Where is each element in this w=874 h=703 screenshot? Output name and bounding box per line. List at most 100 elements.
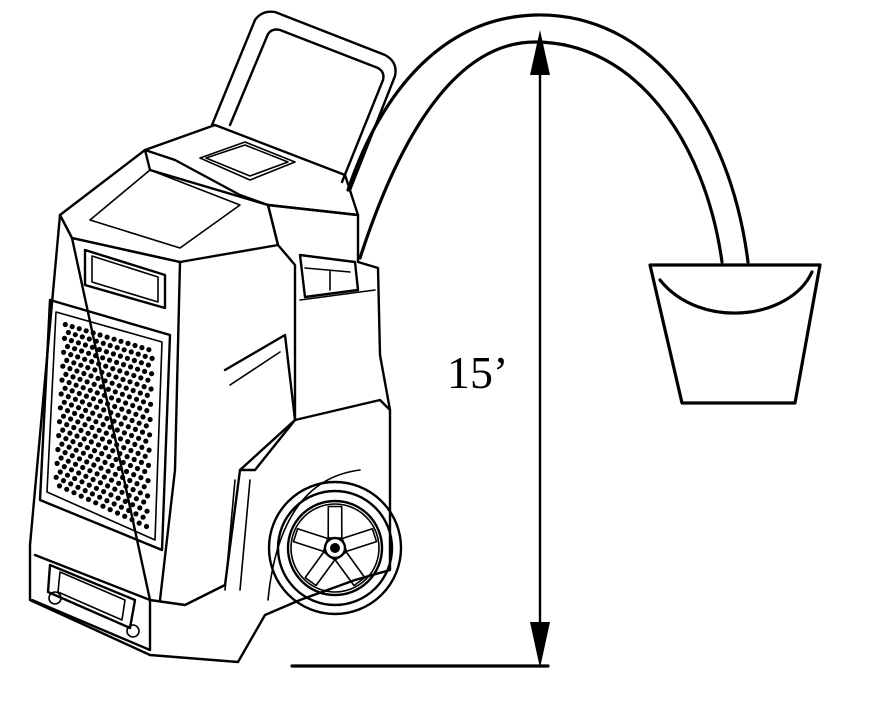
grille-hole [68,402,74,408]
grille-hole [80,464,86,471]
grille-hole [58,455,64,461]
grille-hole [57,405,64,411]
grille-hole [142,453,148,459]
wheel-icon [267,480,403,616]
grille-hole [141,499,147,505]
grille-hole [83,473,89,479]
grille-hole [132,342,138,349]
grille-icon [38,298,172,552]
grille-hole [90,476,96,483]
grille-hole [84,459,90,465]
grille-hole [91,448,98,454]
grille-hole [97,398,104,404]
grille-hole [100,340,106,346]
grille-hole [83,328,89,334]
grille-hole [130,487,136,493]
grille-hole [89,359,95,365]
grille-hole [119,406,125,412]
grille-hole [116,480,122,486]
grille-hole [56,419,63,425]
grille-hole [75,405,82,411]
wheel-spoke [292,527,329,553]
grille-hole [135,351,141,357]
grille-hole [144,408,150,414]
grille-hole [128,364,134,370]
grille-hole [137,390,143,396]
grille-hole [133,396,140,402]
grille-hole [106,439,113,445]
grille-hole [71,360,77,366]
grille-hole [130,502,136,508]
grille-hole [121,362,127,368]
grille-hole [110,351,116,357]
grille-hole [134,381,140,387]
grille-holes [53,321,155,530]
grille-hole [118,421,124,427]
grille-hole [143,523,150,530]
grille-hole [116,383,122,389]
grille-hole [136,520,142,526]
grille-hole [136,435,142,441]
grille-hole [78,427,84,433]
grille-hole [76,390,82,397]
grille-hole [61,464,67,470]
grille-hole [98,465,104,471]
grille-hole [114,442,120,448]
grille-hole [125,340,131,346]
grille-hole [79,334,85,340]
grille-hole [107,342,113,349]
grille-hole [137,505,143,511]
grille-hole [75,354,81,360]
grille-hole [109,380,115,386]
grille-hole [122,513,128,519]
grille-hole [115,495,121,501]
grille-hole [131,372,137,379]
grille-hole [131,472,137,478]
grille-hole [117,436,124,442]
grille-hole [105,483,111,489]
grille-hole [72,410,78,416]
grille-hole [80,450,86,456]
grille-hole [84,445,90,451]
grille-hole [88,373,94,379]
grille-hole [109,462,115,468]
grille-hole [141,384,147,390]
grille-hole [135,366,141,372]
grille-hole [148,386,154,392]
grille-hole [125,439,131,445]
grille-hole [97,480,103,486]
grille-hole [97,332,103,338]
grille-hole [95,442,102,448]
grille-hole [115,397,122,403]
grille-hole [140,514,146,520]
grille-hole [126,492,132,499]
grille-hole [101,392,107,398]
grille-hole [149,371,155,377]
grille-hole [72,332,78,338]
grille-hole [64,486,70,492]
grille-hole [121,347,127,353]
grille-hole [111,418,117,424]
grille-hole [77,442,83,448]
grille-hole [64,472,71,478]
grille-hole [129,517,135,523]
grille-hole [138,360,144,366]
grille-hole [95,375,101,381]
grille-hole [101,474,107,480]
grille-hole [88,453,94,459]
grille-hole [145,478,151,484]
grille-hole [107,424,113,430]
grille-hole [147,416,153,423]
grille-hole [68,481,74,487]
grille-hole [133,511,139,517]
grille-hole [136,420,142,426]
height-label: 15’ [447,347,508,398]
grille-hole [86,336,92,342]
grille-hole [55,446,61,453]
bucket-icon [648,263,822,405]
grille-hole [142,468,148,475]
grille-hole [139,429,146,435]
grille-hole [110,366,116,372]
grille-hole [120,459,126,466]
